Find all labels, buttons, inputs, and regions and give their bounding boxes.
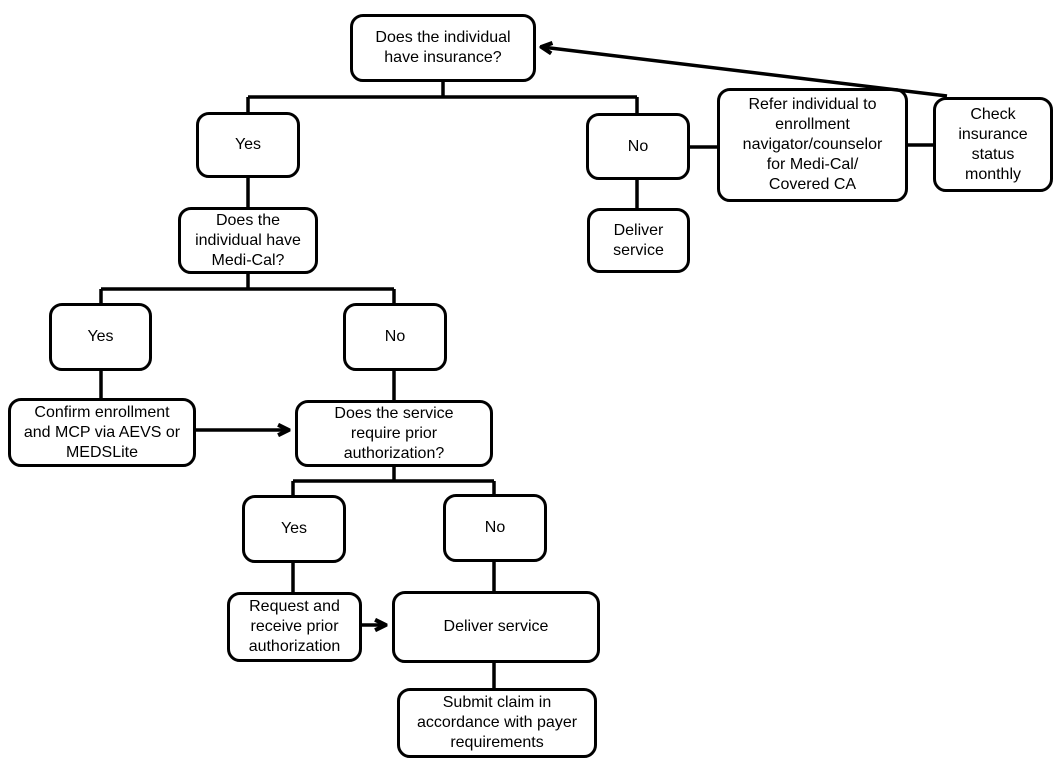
node-no-insurance: No: [586, 113, 690, 180]
node-yes-insurance-label: Yes: [234, 136, 262, 153]
node-no-medical-label: No: [384, 328, 406, 345]
node-yes-prior-auth-label: Yes: [280, 520, 308, 537]
edge-insurance-branch: [246, 82, 639, 113]
node-deliver-service-uninsured: Deliver service: [587, 208, 690, 273]
node-refer-enrollment: Refer individual to enrollment navigator…: [717, 88, 908, 202]
node-yes-medical: Yes: [49, 303, 152, 371]
node-q-insurance-label: Does the individual have insurance?: [375, 29, 511, 66]
node-no-prior-auth: No: [443, 494, 547, 562]
node-confirm-enrollment: Confirm enrollment and MCP via AEVS or M…: [8, 398, 196, 467]
node-check-monthly: Check insurance status monthly: [933, 97, 1053, 192]
node-q-medical: Does the individual have Medi-Cal?: [178, 207, 318, 274]
node-no-medical: No: [343, 303, 447, 371]
node-q-medical-label: Does the individual have Medi-Cal?: [195, 211, 301, 269]
node-q-prior-auth-label: Does the service require prior authoriza…: [334, 404, 454, 462]
node-no-prior-auth-label: No: [484, 519, 506, 536]
node-check-monthly-label: Check insurance status monthly: [958, 105, 1028, 183]
node-submit-claim: Submit claim in accordance with payer re…: [397, 688, 597, 758]
node-request-auth-label: Request and receive prior authorization: [248, 598, 341, 655]
node-yes-medical-label: Yes: [87, 328, 114, 345]
edge-priorauth-branch: [291, 467, 496, 495]
node-request-auth: Request and receive prior authorization: [227, 592, 362, 662]
node-deliver-service-uninsured-label: Deliver service: [613, 221, 664, 259]
node-deliver-service: Deliver service: [392, 591, 600, 663]
node-confirm-enrollment-label: Confirm enrollment and MCP via AEVS or M…: [23, 403, 181, 461]
edge-medical-branch: [99, 274, 396, 303]
node-q-prior-auth: Does the service require prior authoriza…: [295, 400, 493, 467]
node-yes-insurance: Yes: [196, 112, 300, 178]
node-refer-enrollment-label: Refer individual to enrollment navigator…: [742, 96, 883, 193]
node-no-insurance-label: No: [627, 137, 649, 155]
node-yes-prior-auth: Yes: [242, 495, 346, 563]
node-deliver-service-label: Deliver service: [443, 618, 549, 635]
node-submit-claim-label: Submit claim in accordance with payer re…: [416, 694, 578, 751]
node-q-insurance: Does the individual have insurance?: [350, 14, 536, 82]
